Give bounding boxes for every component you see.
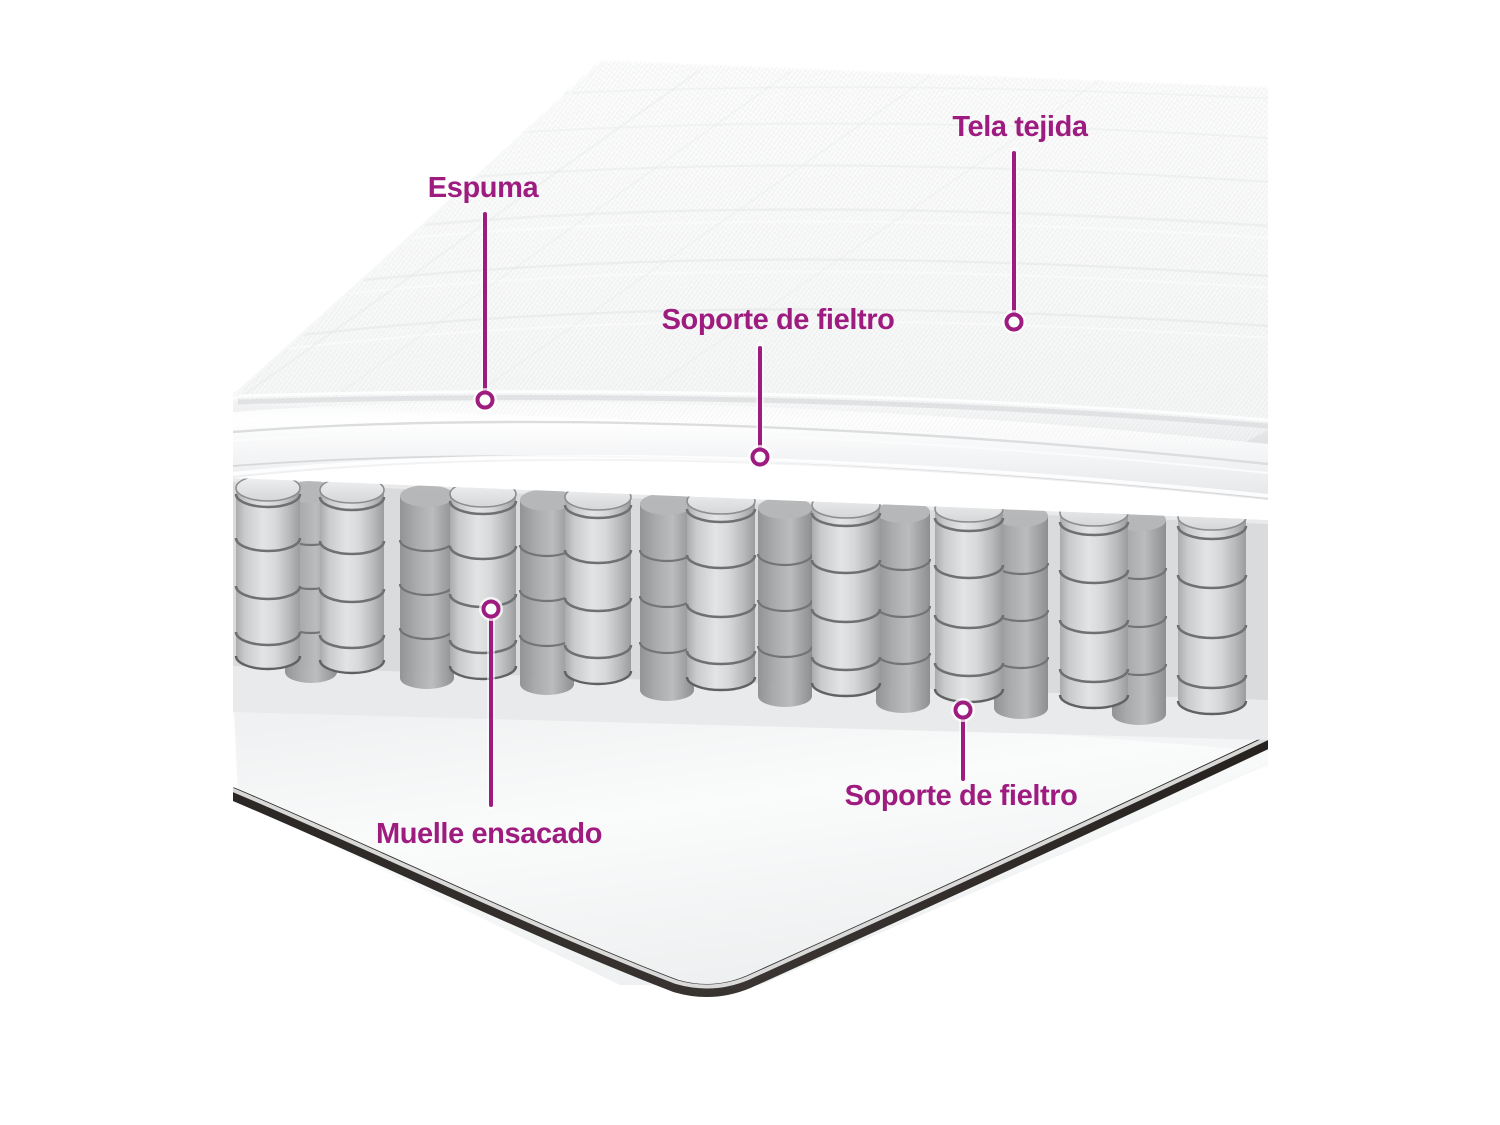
- pocket-spring-layer: [233, 478, 1268, 740]
- callout-label-tela-tejida: Tela tejida: [952, 111, 1088, 143]
- callout-label-soporte-de-fieltro-superior: Soporte de fieltro: [661, 304, 895, 336]
- mattress-bottom-edge-piping: [226, 735, 1275, 998]
- callout-label-soporte-de-fieltro-inferior: Soporte de fieltro: [844, 780, 1078, 812]
- callout-label-muelle-ensacado: Muelle ensacado: [375, 818, 603, 850]
- callout-label-espuma: Espuma: [427, 172, 539, 204]
